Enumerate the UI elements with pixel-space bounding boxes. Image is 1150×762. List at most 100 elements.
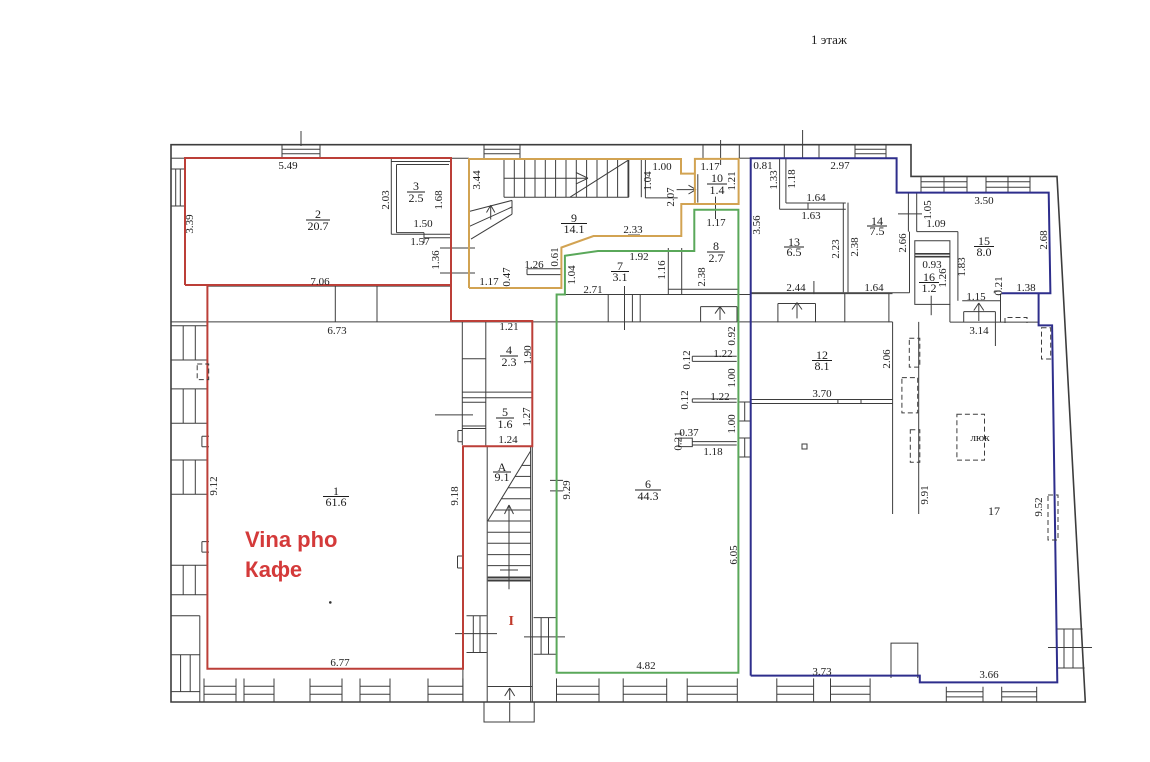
svg-text:14: 14 <box>871 214 883 228</box>
svg-text:0.92: 0.92 <box>726 326 738 345</box>
svg-text:4: 4 <box>506 343 512 357</box>
svg-text:2.07: 2.07 <box>665 187 677 207</box>
svg-text:8.0: 8.0 <box>977 245 992 259</box>
svg-text:0.12: 0.12 <box>679 390 691 409</box>
svg-text:1.92: 1.92 <box>629 251 648 263</box>
svg-text:3.73: 3.73 <box>812 666 832 678</box>
svg-text:1: 1 <box>333 484 339 498</box>
svg-text:9.52: 9.52 <box>1033 497 1045 516</box>
svg-text:1.2: 1.2 <box>922 281 937 295</box>
svg-text:3.14: 3.14 <box>969 325 989 337</box>
svg-text:1.64: 1.64 <box>806 192 826 204</box>
svg-text:9: 9 <box>571 211 577 225</box>
svg-text:1.15: 1.15 <box>966 291 986 303</box>
svg-text:6.5: 6.5 <box>787 245 802 259</box>
svg-text:1.22: 1.22 <box>713 348 732 360</box>
svg-text:1.50: 1.50 <box>413 218 433 230</box>
svg-text:1 этаж: 1 этаж <box>811 32 848 47</box>
svg-text:Кафе: Кафе <box>245 557 302 582</box>
svg-text:2.06: 2.06 <box>881 349 893 369</box>
svg-text:2.3: 2.3 <box>502 355 517 369</box>
svg-text:3.44: 3.44 <box>471 170 483 190</box>
svg-text:1.17: 1.17 <box>700 161 720 173</box>
svg-text:1.04: 1.04 <box>566 265 578 285</box>
svg-text:6.73: 6.73 <box>327 325 347 337</box>
svg-text:1.26: 1.26 <box>524 259 544 271</box>
svg-text:14.1: 14.1 <box>564 222 585 236</box>
svg-text:1.83: 1.83 <box>956 257 968 277</box>
svg-text:2.66: 2.66 <box>897 233 909 253</box>
svg-text:1.00: 1.00 <box>726 368 738 388</box>
svg-text:1.09: 1.09 <box>926 218 946 230</box>
svg-text:1.6: 1.6 <box>498 417 513 431</box>
svg-text:1.36: 1.36 <box>430 250 442 270</box>
svg-text:1.64: 1.64 <box>864 282 884 294</box>
svg-text:0.81: 0.81 <box>753 160 772 172</box>
svg-text:16: 16 <box>923 270 935 284</box>
svg-text:люк: люк <box>971 432 991 444</box>
svg-text:61.6: 61.6 <box>326 495 347 509</box>
svg-text:1.33: 1.33 <box>768 170 780 190</box>
svg-text:10: 10 <box>711 171 723 185</box>
svg-text:1.16: 1.16 <box>656 260 668 280</box>
svg-text:1.17: 1.17 <box>706 217 726 229</box>
svg-text:3.70: 3.70 <box>812 388 832 400</box>
svg-text:0.12: 0.12 <box>681 350 693 369</box>
svg-text:5.49: 5.49 <box>278 160 298 172</box>
svg-text:1.63: 1.63 <box>801 210 821 222</box>
svg-text:0.37: 0.37 <box>679 427 699 439</box>
svg-text:9.91: 9.91 <box>919 485 931 504</box>
svg-text:1.17: 1.17 <box>479 276 499 288</box>
svg-text:1.26: 1.26 <box>937 268 949 288</box>
svg-text:7: 7 <box>617 259 623 273</box>
svg-text:1.68: 1.68 <box>433 190 445 210</box>
svg-text:9.18: 9.18 <box>449 486 461 506</box>
svg-text:1.21: 1.21 <box>726 171 738 190</box>
svg-text:2.5: 2.5 <box>409 191 424 205</box>
svg-text:1.38: 1.38 <box>1016 282 1036 294</box>
svg-text:1.90: 1.90 <box>522 345 534 365</box>
svg-text:2.38: 2.38 <box>849 237 861 257</box>
svg-text:6.77: 6.77 <box>330 657 350 669</box>
svg-text:1.04: 1.04 <box>642 171 654 191</box>
svg-text:2.38: 2.38 <box>696 267 708 287</box>
svg-text:1.21: 1.21 <box>499 321 518 333</box>
svg-text:Vina pho: Vina pho <box>245 527 338 552</box>
svg-text:6: 6 <box>645 477 651 491</box>
svg-text:1.00: 1.00 <box>652 161 672 173</box>
svg-text:44.3: 44.3 <box>638 489 659 503</box>
svg-text:5: 5 <box>502 405 508 419</box>
svg-text:1.05: 1.05 <box>922 200 934 220</box>
svg-text:2.7: 2.7 <box>709 251 724 265</box>
svg-text:2.71: 2.71 <box>583 284 602 296</box>
svg-text:2.23: 2.23 <box>830 239 842 259</box>
svg-text:0.21: 0.21 <box>993 276 1005 295</box>
svg-text:1.00: 1.00 <box>726 414 738 434</box>
svg-text:13: 13 <box>788 235 800 249</box>
svg-text:0.93: 0.93 <box>922 259 942 271</box>
svg-text:1.4: 1.4 <box>710 183 725 197</box>
svg-text:1.57: 1.57 <box>410 236 430 248</box>
svg-text:0.21: 0.21 <box>673 431 685 450</box>
svg-text:I: I <box>509 614 514 629</box>
svg-text:1.24: 1.24 <box>498 434 518 446</box>
svg-text:9.29: 9.29 <box>561 480 573 500</box>
svg-text:2: 2 <box>315 207 321 221</box>
svg-text:0.61: 0.61 <box>549 247 561 266</box>
svg-text:3.39: 3.39 <box>184 214 196 234</box>
svg-text:9.1: 9.1 <box>495 470 510 484</box>
svg-text:17: 17 <box>988 504 1000 518</box>
svg-text:1.18: 1.18 <box>786 169 798 189</box>
svg-text:1.22: 1.22 <box>710 391 729 403</box>
svg-text:6.05: 6.05 <box>728 545 740 565</box>
svg-text:1.27: 1.27 <box>521 407 533 427</box>
svg-text:2.68: 2.68 <box>1038 230 1050 250</box>
svg-text:1.18: 1.18 <box>703 446 723 458</box>
svg-text:2.03: 2.03 <box>380 190 392 210</box>
svg-text:3.56: 3.56 <box>751 215 763 235</box>
svg-text:A: A <box>498 460 507 474</box>
svg-text:2.33: 2.33 <box>623 224 643 236</box>
svg-text:12: 12 <box>816 348 828 362</box>
svg-text:2.97: 2.97 <box>830 160 850 172</box>
svg-text:2.44: 2.44 <box>786 282 806 294</box>
